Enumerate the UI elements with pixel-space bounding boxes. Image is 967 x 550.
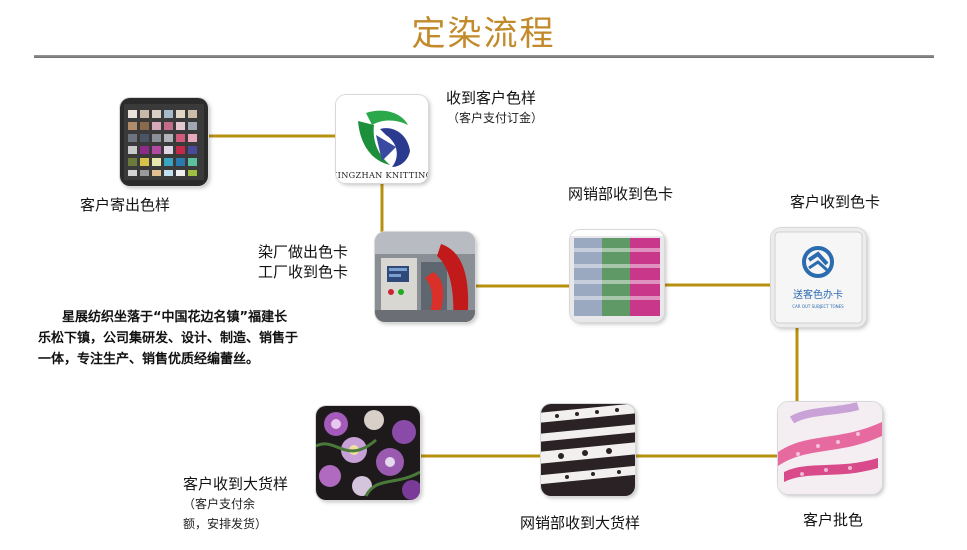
step-label-customer-sends-sample: 客户寄出色样: [80, 196, 171, 214]
customer-bulk-sample-image: [316, 406, 420, 500]
step-note-balance-line2: 额，安排发货）: [183, 517, 268, 531]
company-intro: 星展纺织坐落于“中国花边名镇”福建长乐松下镇，公司集研发、设计、制造、销售于一体…: [38, 310, 299, 367]
sales-bulk-sample-image: [541, 404, 635, 496]
page-title: 定染流程: [411, 14, 556, 54]
customer-approval-lace-image: [778, 402, 882, 494]
step-label-dyehouse-line1: 染厂做出色卡: [258, 243, 349, 261]
step-label-customer-receives-bulk: 客户收到大货样: [183, 475, 289, 493]
step-note-deposit: （客户支付订金）: [447, 111, 544, 125]
step-label-customer-receives-card: 客户收到色卡: [790, 193, 881, 211]
step-label-customer-approves-color: 客户批色: [803, 511, 864, 529]
step-label-receive-customer-sample: 收到客户色样: [446, 89, 537, 107]
title-divider: [34, 55, 934, 58]
colorcard-brand-subtext: CAR OUT SUBJECT TONES: [792, 304, 844, 309]
step-label-sales-receives-bulk: 网销部收到大货样: [520, 514, 641, 532]
sales-color-card-image: [570, 230, 664, 322]
step-label-sales-receives-card: 网销部收到色卡: [568, 185, 674, 203]
logo-text: XINGZHAN KNITTING: [336, 170, 428, 180]
dyehouse-image: [375, 232, 475, 322]
step-label-dyehouse-line2: 工厂收到色卡: [258, 263, 349, 281]
customer-color-card-box: 送客色办卡 CAR OUT SUBJECT TONES: [771, 228, 866, 327]
company-logo: XINGZHAN KNITTING: [336, 95, 428, 183]
colorcard-brand-text: 送客色办卡: [793, 288, 843, 301]
color-sample-card-image: [120, 98, 208, 186]
step-note-balance-line1: （客户支付余: [183, 497, 256, 511]
